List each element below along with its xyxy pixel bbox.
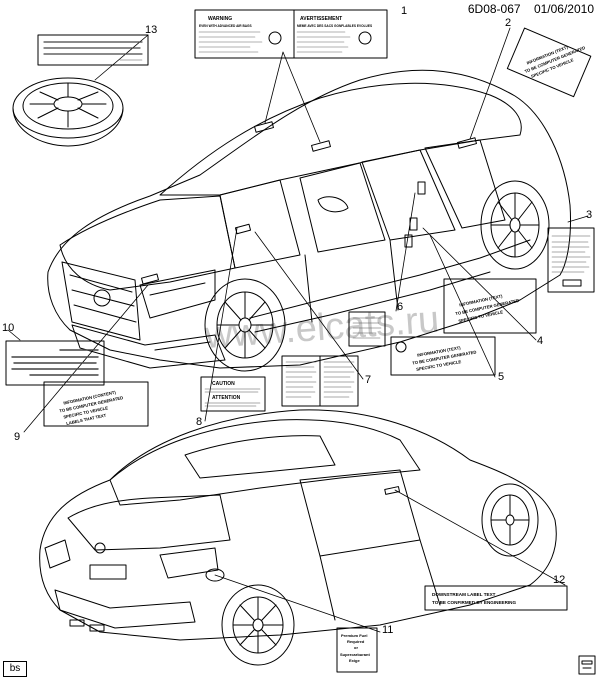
callout-6: 6 [397, 301, 403, 313]
callout-5: 5 [498, 371, 504, 383]
callout-2: 2 [505, 17, 511, 29]
label-2-info: INFORMATION (TEXT) TO BE COMPUTER GENERA… [506, 27, 592, 98]
label-12-line-1: DOWNSTREAM LABEL TEXT [432, 592, 496, 597]
spare-tire [12, 77, 124, 147]
label-12-banner: DOWNSTREAM LABEL TEXT TO BE CONFIRMED BY… [424, 585, 568, 611]
callout-4: 4 [537, 335, 543, 347]
diagram-date: 01/06/2010 [533, 2, 594, 16]
label-4-info: INFORMATION (TEXT) TO BE COMPUTER GENERA… [443, 278, 537, 334]
label-11-line-1: Premium Fuel [341, 633, 367, 638]
label-8-attention-text: ATTENTION [212, 395, 241, 401]
label-12-line-2: TO BE CONFIRMED BY ENGINEERING [432, 600, 516, 605]
callout-numbers: 1 2 3 4 5 6 7 8 9 10 11 12 13 [2, 5, 592, 636]
car-rear-view [39, 409, 557, 666]
label-1-warning: WARNING [208, 16, 232, 22]
diagram-code: 6D08-067 [467, 2, 521, 16]
callout-7: 7 [365, 374, 371, 386]
label-11-premium-fuel: Premium Fuel Required or Supercarburant … [336, 627, 378, 673]
label-11-line-4: Supercarburant [340, 652, 370, 657]
callout-11: 11 [382, 624, 393, 636]
callout-13: 13 [145, 24, 157, 36]
label-11-line-2: Required [347, 639, 365, 644]
car-front-view [47, 69, 571, 372]
label-3-spec [547, 227, 595, 293]
callout-10: 10 [2, 322, 14, 334]
callout-8: 8 [196, 416, 202, 428]
label-11-line-5: Exige [349, 658, 360, 663]
header-code-date: 6D08-067 01/06/2010 [468, 2, 594, 16]
label-1-line-en: EVEN WITH ADVANCED AIR BAGS [199, 24, 252, 28]
label-10-arabic [5, 340, 105, 386]
callout-1: 1 [401, 5, 407, 17]
label-7-spec [281, 355, 359, 407]
front-wheel [204, 278, 286, 372]
callout-3: 3 [586, 209, 592, 221]
label-1-airbag-warning: WARNING AVERTISSEMENT EVEN WITH ADVANCED… [194, 9, 388, 59]
callout-12: 12 [553, 574, 565, 586]
page-corner-icon [578, 655, 596, 675]
label-8-caution: CAUTION ATTENTION [200, 376, 266, 412]
rear-wheel [480, 180, 550, 270]
label-5-info: INFORMATION (TEXT) TO BE COMPUTER GENERA… [390, 336, 496, 376]
label-13-tire-label [37, 34, 149, 66]
label-1-avertissement: AVERTISSEMENT [300, 16, 342, 22]
label-8-caution-text: CAUTION [212, 381, 235, 387]
callout-9: 9 [14, 431, 20, 443]
label-6-tag [348, 311, 386, 347]
lower-rear-wheel [221, 584, 295, 666]
label-11-line-3: or [354, 645, 358, 650]
bs-tag: bs [3, 661, 27, 677]
watermark-text: www.elcats.ru [203, 299, 441, 357]
label-9-info: INFORMATION (CONTENT) TO BE COMPUTER GEN… [43, 381, 149, 427]
label-1-line-fr: MEME AVEC DES SACS GONFLABLES EVOLUES [297, 24, 372, 28]
lower-front-wheel [481, 483, 539, 557]
